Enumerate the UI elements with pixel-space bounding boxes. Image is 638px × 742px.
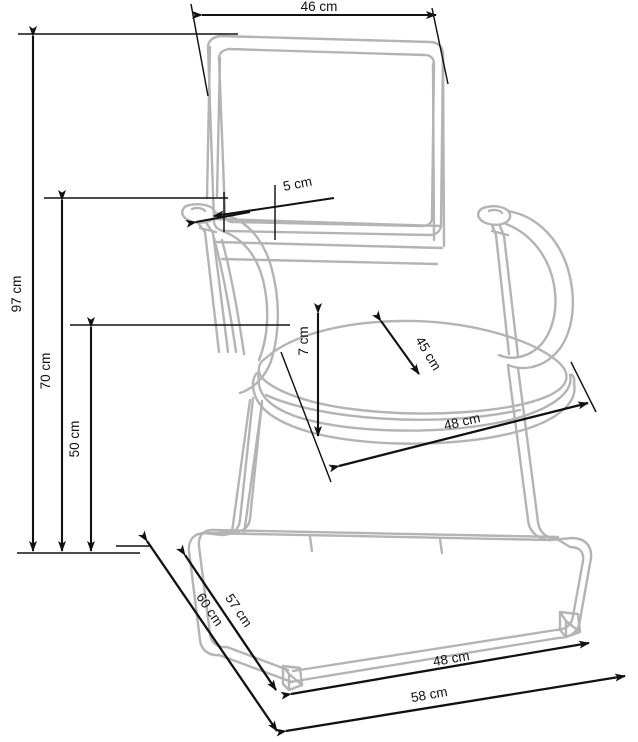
ext-line-46-left [190,3,209,97]
armrest-right-notch [487,208,504,215]
armrest-left-notch [190,206,207,213]
dim-line-58 [275,673,626,737]
seat-right-lip [568,373,576,386]
backrest-right-post [441,52,446,248]
backrest-outer-frame [206,34,445,237]
dim-line-60 [138,530,278,732]
dim-line-5-left-tip [185,210,251,228]
base-foot-right [558,610,582,639]
dimension-labels: 46 cm 5 cm 97 cm 70 cm 50 cm 7 cm 45 cm … [9,0,482,705]
dim-label-backrest-gap: 5 cm [282,174,314,194]
base-cross-brace [308,535,314,553]
backrest-lower-shell [220,257,439,266]
ext-line-48seat-right [570,361,597,413]
ext-line-48seat-left [280,351,332,483]
backrest-right-post-inner [431,62,436,242]
backrest-left-post [205,45,212,200]
armrest-right-inner-curve [497,222,557,359]
armrest-left-pad [181,203,217,224]
dim-label-armrest-height: 70 cm [38,353,53,390]
armrest-left-tube2 [220,238,246,356]
seat-column-right [242,401,264,536]
armrest-left-tube [212,236,238,354]
backrest-lumbar-bar-bottom [214,240,444,250]
ext-line-46-right [431,7,449,85]
dim-label-seat-depth: 45 cm [412,334,444,373]
armrest-right-support-inner [498,224,520,358]
base-left-runner-outer [187,396,294,684]
seat-side-band [257,370,572,432]
armrest-left-support-inner [205,222,230,354]
dim-label-seat-thickness: 7 cm [296,326,311,355]
chair-illustration [181,34,593,692]
dim-line-5 [213,196,335,219]
dim-label-total-height: 97 cm [9,276,24,313]
dim-line-57 [176,544,277,691]
armrest-right-pad [477,205,512,226]
armrest-right-support-outer [490,223,511,356]
backrest-lumbar-bar-top [213,217,443,228]
backrest-inner-frame [217,47,436,228]
armrest-left-bracket [198,226,218,234]
armrest-right-bracket [490,229,510,237]
dim-line-45 [371,310,420,375]
dim-label-seat-height: 50 cm [67,421,82,458]
dim-label-base-depth-inner: 57 cm [222,591,255,630]
base-cross-brace2 [438,537,444,555]
dimension-annotations [17,3,626,737]
armrest-right-outer-curve [506,209,575,370]
backrest-left-post-inner [215,56,222,198]
armrest-left-support-outer [196,221,221,354]
armrest-left-shell [214,211,280,395]
dim-label-base-width-outer: 58 cm [410,684,449,705]
dim-label-base-width-inner: 48 cm [432,648,471,669]
seat-column-left [230,398,252,534]
armrest-left-shell-inner [220,229,269,362]
seat-front-lip [251,370,261,384]
dim-label-backrest-width: 46 cm [301,0,338,14]
dim-line-48-seat [328,401,589,473]
